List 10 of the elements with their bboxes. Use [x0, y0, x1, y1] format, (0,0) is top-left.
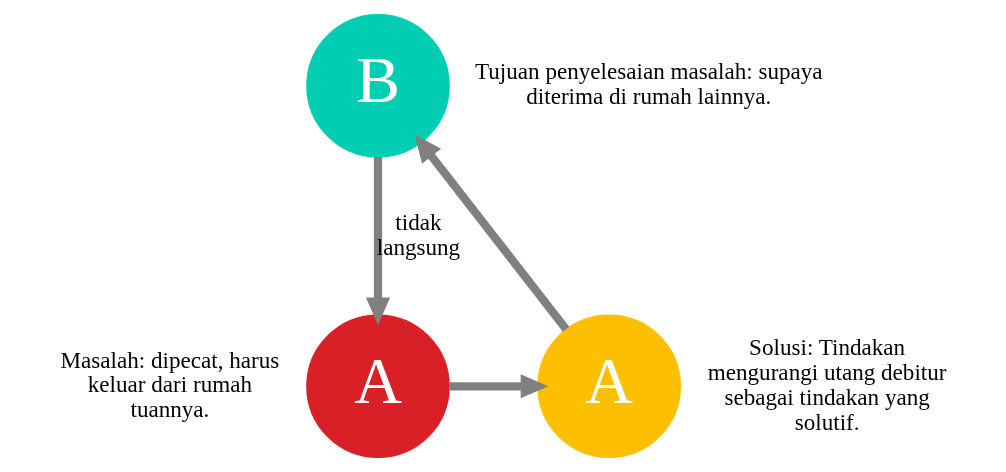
node-label: Solusi: Tindakan mengurangi utang debitur sebagai tindakan yang solutif. [707, 334, 947, 435]
edge-label: tidak langsung [376, 208, 460, 260]
node-circle: B [305, 13, 450, 158]
arrow [414, 134, 569, 332]
node-label: Masalah: dipecat, harus keluar dari rumah tuannya. [60, 346, 279, 423]
node-circle: A [536, 314, 681, 459]
node-label: Tujuan penyelesaian masalah: supaya diterima di rumah lainnya. [474, 58, 823, 110]
node-circle: A [305, 314, 450, 459]
arrow [448, 374, 548, 399]
arrow [365, 157, 390, 326]
